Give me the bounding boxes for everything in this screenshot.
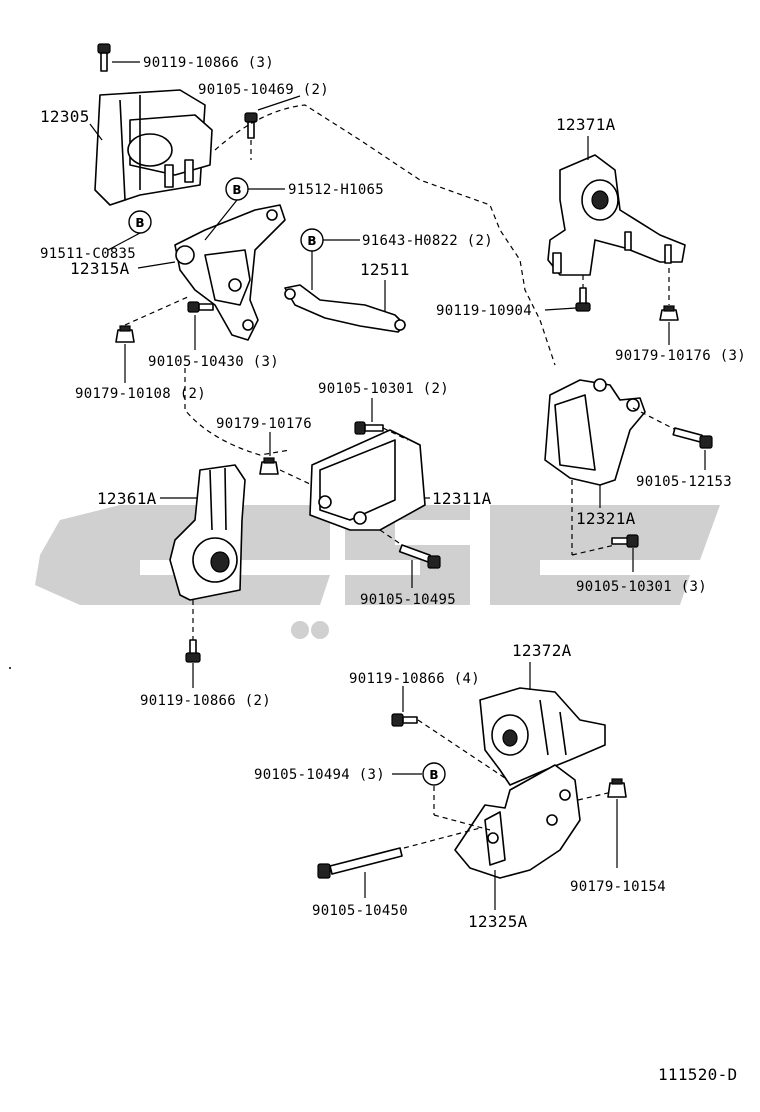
callout-b-text: B <box>232 183 241 197</box>
long-bolt-icon <box>317 847 403 879</box>
bolt-icon <box>185 639 201 663</box>
bolt-icon <box>391 713 418 727</box>
label-12511: 12511 <box>360 260 410 279</box>
nut-icon <box>659 305 679 321</box>
label-f18: 90179-10154 <box>570 879 666 895</box>
label-12315A: 12315A <box>70 259 130 278</box>
label-f4: 91511-C0835 <box>40 246 136 262</box>
label-f19: 90105-10450 <box>312 903 408 919</box>
bolt-icon <box>187 301 214 313</box>
label-f5: 91643-H0822 (2) <box>362 233 493 249</box>
callout-b-icon <box>422 762 446 786</box>
nut-icon <box>115 325 135 343</box>
callout-b-text: B <box>429 768 438 782</box>
label-12321A: 12321A <box>576 509 636 528</box>
label-f6: 90119-10904 <box>436 303 532 319</box>
callout-b-text: B <box>135 216 144 230</box>
stray-dot <box>9 667 11 669</box>
label-f9: 90179-10176 (3) <box>615 348 746 364</box>
label-f12: 90105-12153 <box>636 474 732 490</box>
label-12325A: 12325A <box>468 912 528 931</box>
label-12311A: 12311A <box>432 489 492 508</box>
figure-id: 111520-D <box>658 1065 737 1084</box>
label-12305: 12305 <box>40 107 90 126</box>
label-f14: 90105-10301 (3) <box>576 579 707 595</box>
label-f2: 90105-10469 (2) <box>198 82 329 98</box>
part-12372A-mount <box>479 687 606 786</box>
callout-b-text: B <box>307 234 316 248</box>
label-f17: 90105-10494 (3) <box>254 767 385 783</box>
label-f8: 90179-10108 (2) <box>75 386 206 402</box>
part-12361A-mount <box>169 464 246 601</box>
label-f16: 90119-10866 (4) <box>349 671 480 687</box>
bolt-icon <box>611 534 639 548</box>
nut-icon <box>607 778 627 798</box>
nut-icon <box>259 457 279 475</box>
part-12311A-bracket <box>309 429 426 531</box>
label-12372A: 12372A <box>512 641 572 660</box>
bolt-icon <box>354 421 384 435</box>
part-12305-mount <box>94 89 213 206</box>
label-f1: 90119-10866 (3) <box>143 55 274 71</box>
label-f10: 90105-10301 (2) <box>318 381 449 397</box>
label-12371A: 12371A <box>556 115 616 134</box>
label-f13: 90105-10495 <box>360 592 456 608</box>
bolt-icon <box>398 544 441 569</box>
bolt-icon <box>672 427 713 449</box>
part-12325A-bracket <box>454 764 581 879</box>
part-12371A-mount <box>547 154 686 276</box>
part-12511-stay <box>284 284 406 333</box>
part-12321A-bracket <box>544 378 646 486</box>
label-12361A: 12361A <box>97 489 157 508</box>
bolt-icon <box>244 112 258 139</box>
label-f3: 91512-H1065 <box>288 182 384 198</box>
part-12315A-bracket <box>174 204 286 341</box>
bolt-icon <box>575 287 591 312</box>
bolt-icon <box>97 43 111 72</box>
label-f15: 90119-10866 (2) <box>140 693 271 709</box>
label-f11: 90179-10176 <box>216 416 312 432</box>
label-f7: 90105-10430 (3) <box>148 354 279 370</box>
